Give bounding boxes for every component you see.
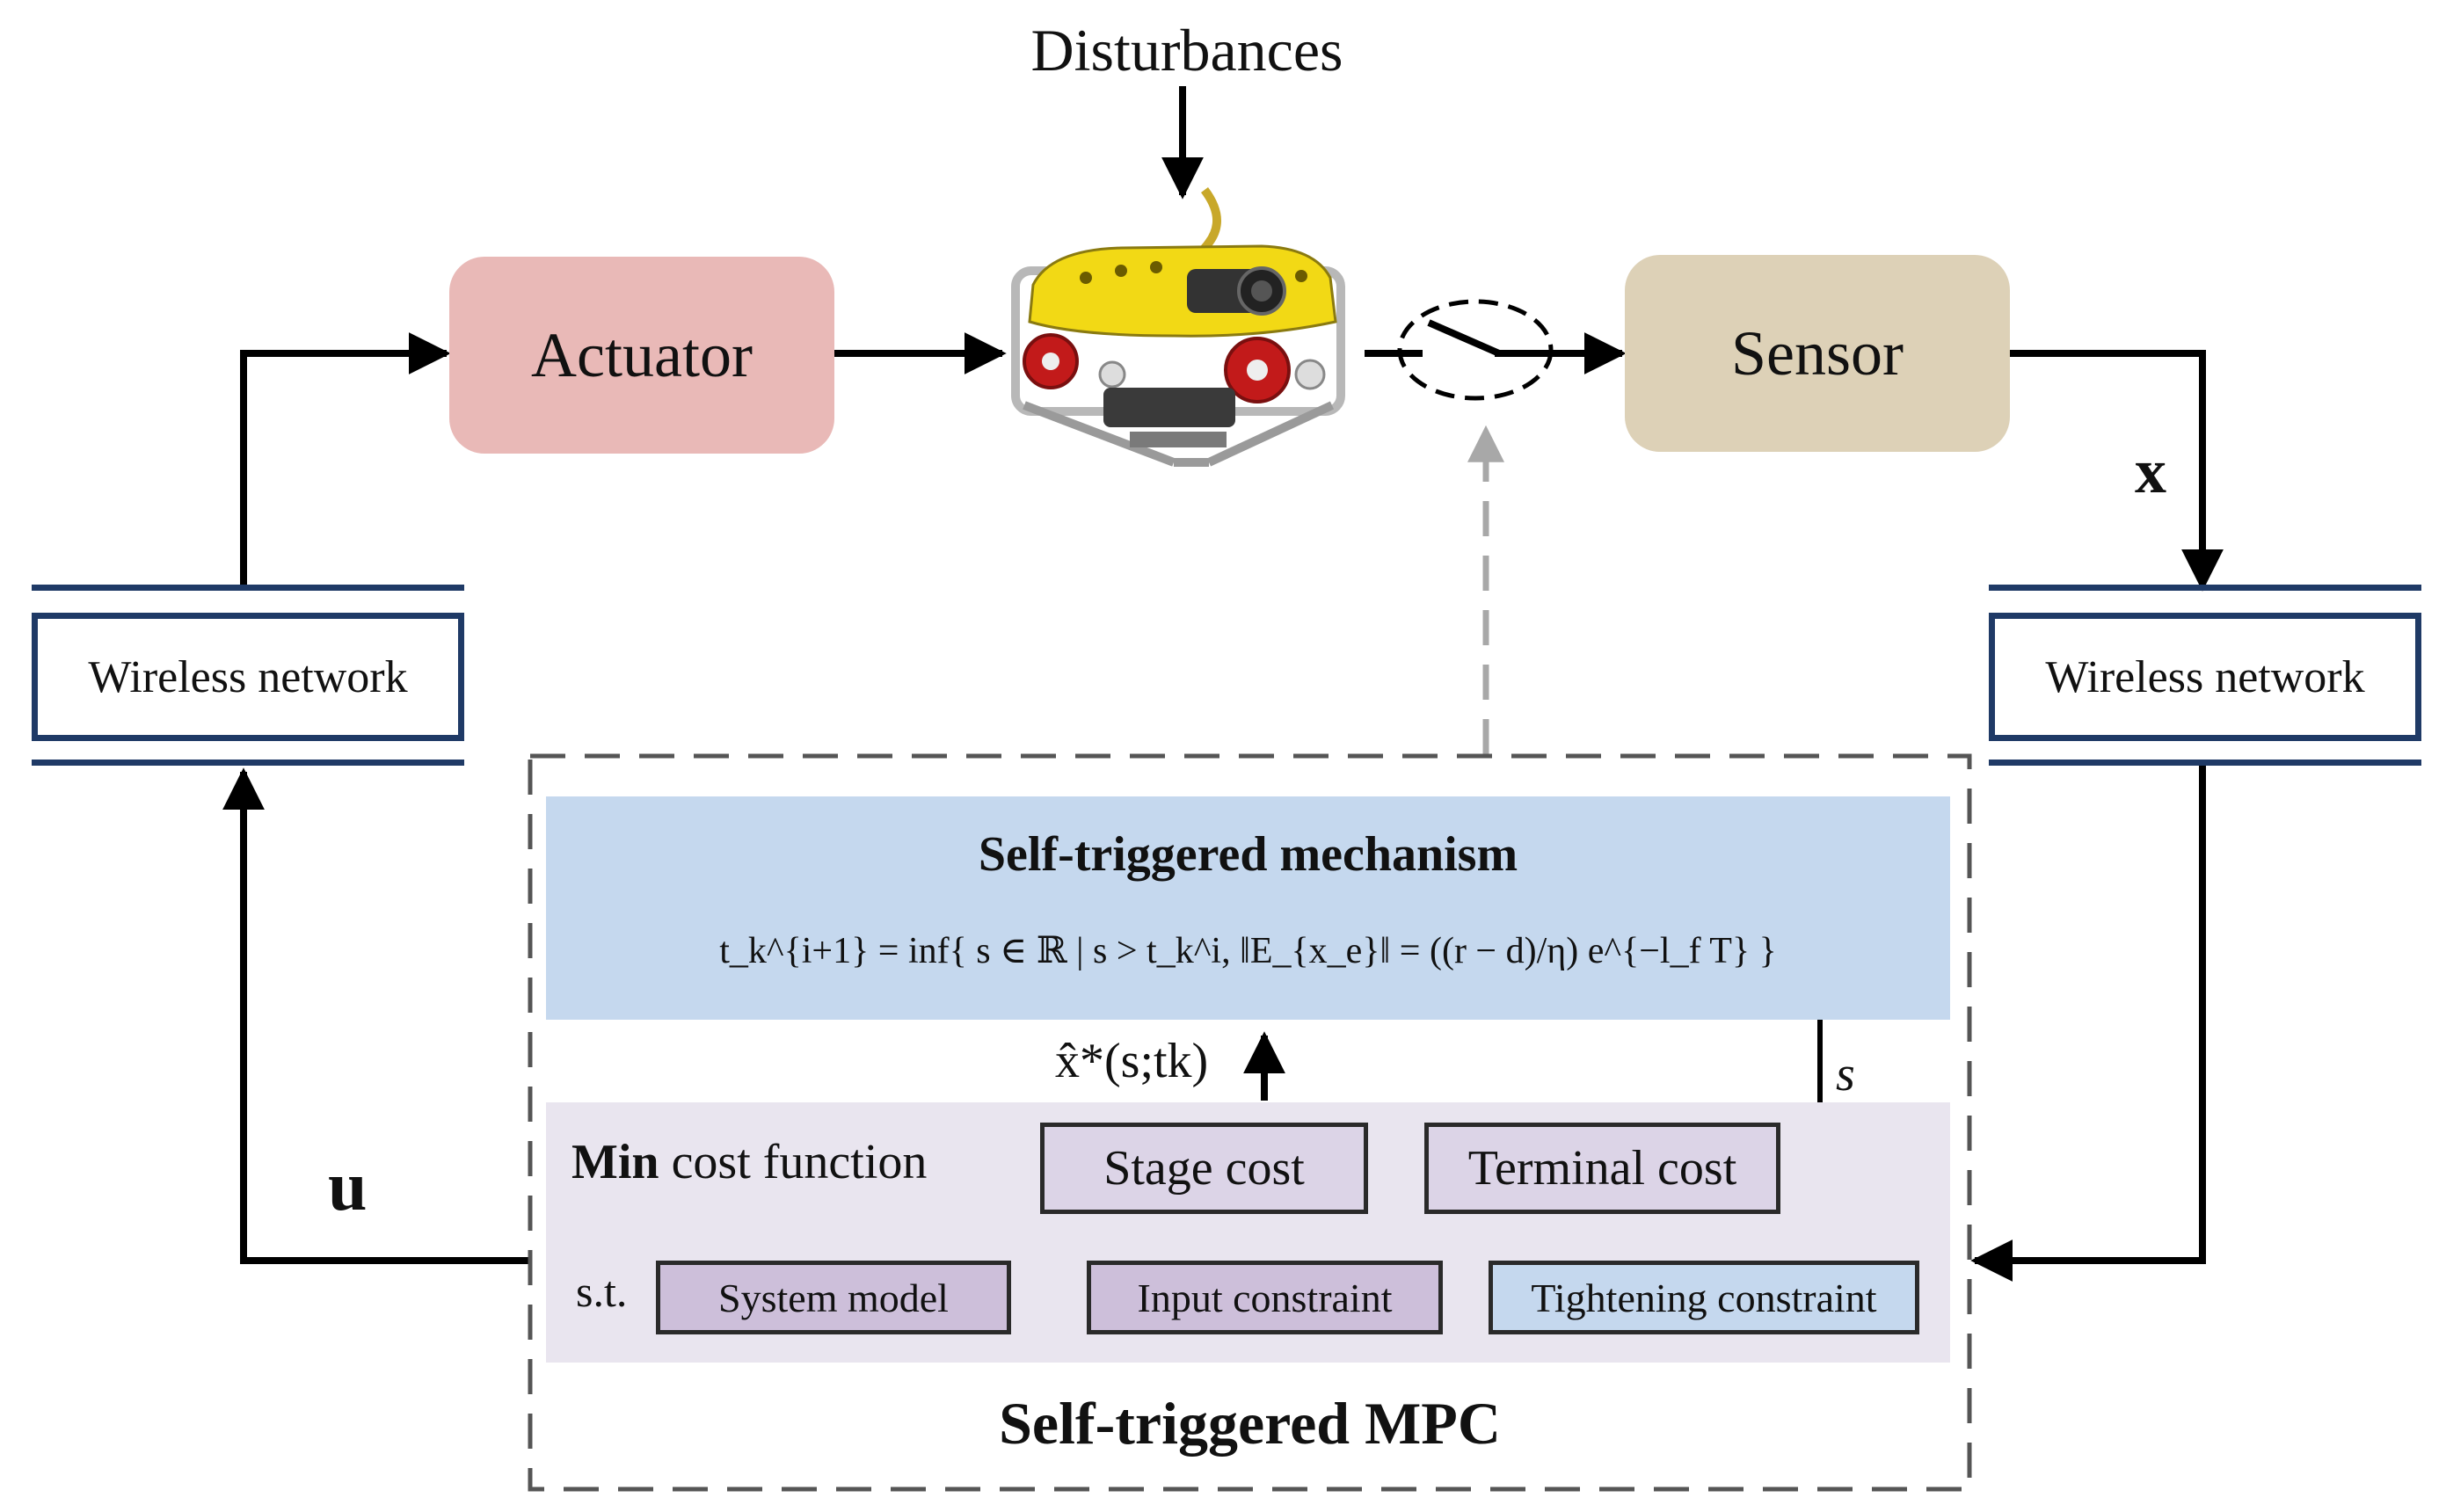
- arrow-wireless-to-mpc: [1970, 765, 2206, 1282]
- wireless-left-label: Wireless network: [88, 651, 408, 702]
- wireless-left-bottom-rail: [32, 760, 464, 766]
- stage-cost-box: Stage cost: [1040, 1123, 1368, 1214]
- terminal-cost-label: Terminal cost: [1467, 1141, 1737, 1196]
- switch-blade: [1427, 319, 1501, 357]
- actuator-label: Actuator: [531, 319, 753, 390]
- stage-cost-label: Stage cost: [1103, 1141, 1305, 1196]
- wireless-right-bottom-rail: [1989, 760, 2421, 766]
- cost-function-text: cost function: [671, 1135, 928, 1189]
- predicted-state-label: x̂*(s;tk): [1055, 1034, 1209, 1088]
- trigger-formula: t_k^{i+1} = inf{ s ∈ ℝ | s > t_k^i, ‖E_{…: [719, 931, 1777, 971]
- self-triggered-mechanism-panel: [546, 796, 1950, 1020]
- rov-underwater-vehicle-icon: [1011, 187, 1345, 467]
- wireless-right-top-rail: [1989, 585, 2421, 591]
- arrow-wireless-to-actuator: [240, 332, 451, 585]
- wireless-left-top-rail: [32, 585, 464, 591]
- system-model-label: System model: [718, 1275, 949, 1320]
- arrow-sensor-to-wireless: [2010, 350, 2224, 592]
- input-constraint-label: Input constraint: [1137, 1275, 1393, 1320]
- terminal-cost-box: Terminal cost: [1424, 1123, 1780, 1214]
- min-keyword: Min: [571, 1135, 659, 1189]
- wireless-network-right: Wireless network: [1989, 613, 2421, 741]
- wireless-network-left: Wireless network: [32, 613, 464, 741]
- tightening-constraint-box: Tightening constraint: [1489, 1261, 1919, 1334]
- actuator-box: Actuator: [449, 257, 834, 454]
- sensor-box: Sensor: [1625, 255, 2010, 452]
- disturbances-label: Disturbances: [1030, 17, 1343, 84]
- control-signal-label: u: [328, 1148, 368, 1225]
- trigger-time-label: s: [1836, 1047, 1855, 1101]
- sensor-label: Sensor: [1731, 317, 1904, 389]
- state-signal-label: x: [2135, 436, 2166, 506]
- switch-dashed-ellipse: [1397, 299, 1554, 401]
- min-cost-function: Min cost function: [571, 1134, 927, 1190]
- system-model-box: System model: [656, 1261, 1011, 1334]
- tightening-constraint-label: Tightening constraint: [1531, 1275, 1877, 1320]
- mechanism-title: Self-triggered mechanism: [978, 827, 1518, 882]
- mpc-dashed-container: [528, 753, 1972, 1492]
- subject-to-label: s.t.: [576, 1267, 628, 1316]
- arrow-mpc-to-wireless: [222, 767, 530, 1264]
- input-constraint-box: Input constraint: [1087, 1261, 1443, 1334]
- wireless-right-label: Wireless network: [2045, 651, 2365, 702]
- mpc-title: Self-triggered MPC: [999, 1390, 1501, 1457]
